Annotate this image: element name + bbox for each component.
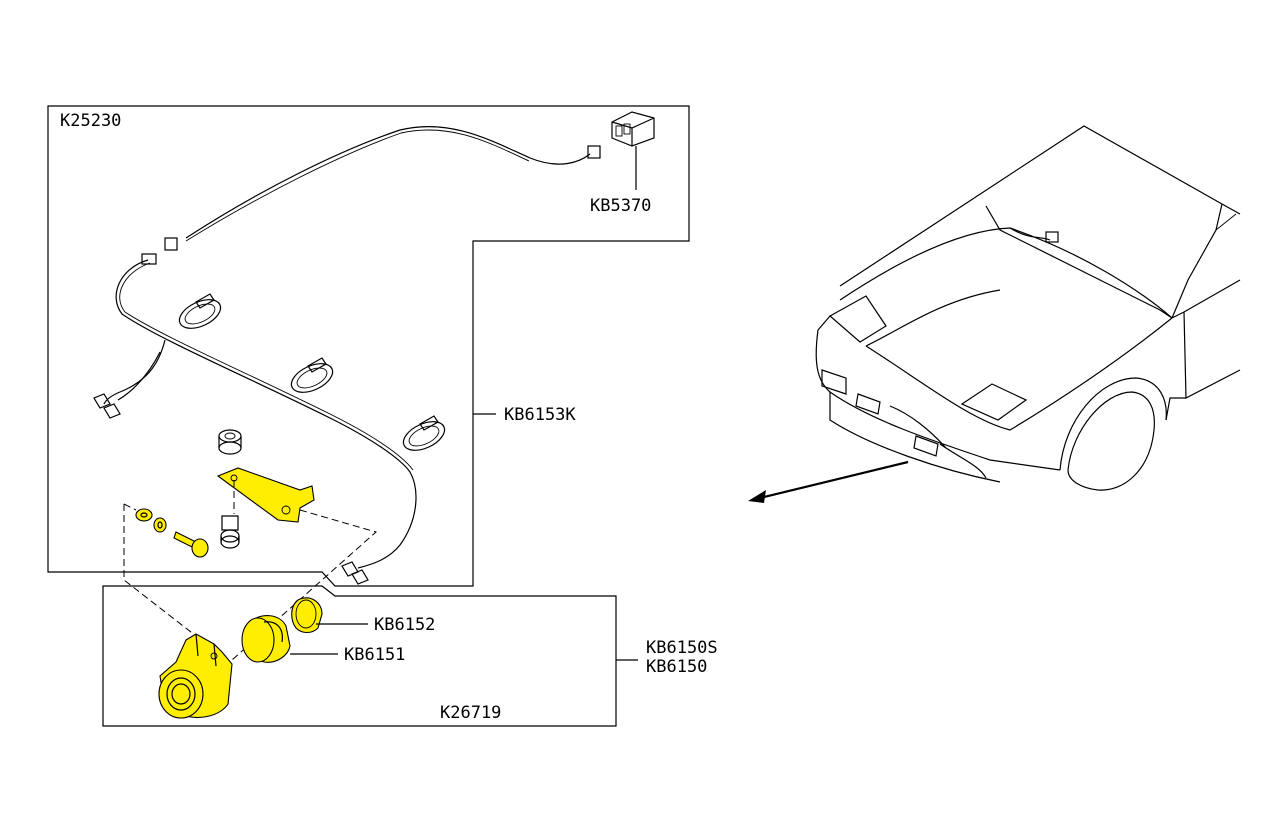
- label-bulb-cover: KB6152: [374, 615, 435, 635]
- fog-lamp-housing[interactable]: [158, 633, 233, 719]
- label-connector: KB5370: [590, 196, 651, 216]
- bulb-cover[interactable]: [291, 597, 323, 634]
- harness-connector-icon: [93, 145, 601, 585]
- washer-icon: [135, 508, 167, 533]
- mounting-bracket[interactable]: [216, 467, 315, 523]
- bolt-icon: [173, 515, 240, 558]
- harness-group-box: [47, 105, 690, 587]
- label-harness: KB6153K: [504, 405, 576, 425]
- spacer-collar: [218, 429, 242, 455]
- lamp-group-box: [102, 585, 617, 727]
- car-front-illustration: [815, 125, 1241, 491]
- assembly-guide-lines: [123, 480, 378, 661]
- label-bulb: KB6151: [344, 645, 405, 665]
- locator-arrow-icon: [748, 460, 909, 503]
- label-lamp-assembly: KB6150: [646, 657, 707, 677]
- harness-cable[interactable]: [103, 126, 591, 569]
- label-harness-group: K25230: [60, 111, 121, 131]
- leader-lines: [290, 146, 638, 661]
- label-lamp-group: K26719: [440, 703, 501, 723]
- fog-lamp-bulb[interactable]: [241, 615, 291, 663]
- label-lamp-assembly-s: KB6150S: [646, 638, 718, 658]
- relay-connector[interactable]: [611, 111, 655, 147]
- cable-clip-icon: [178, 293, 446, 451]
